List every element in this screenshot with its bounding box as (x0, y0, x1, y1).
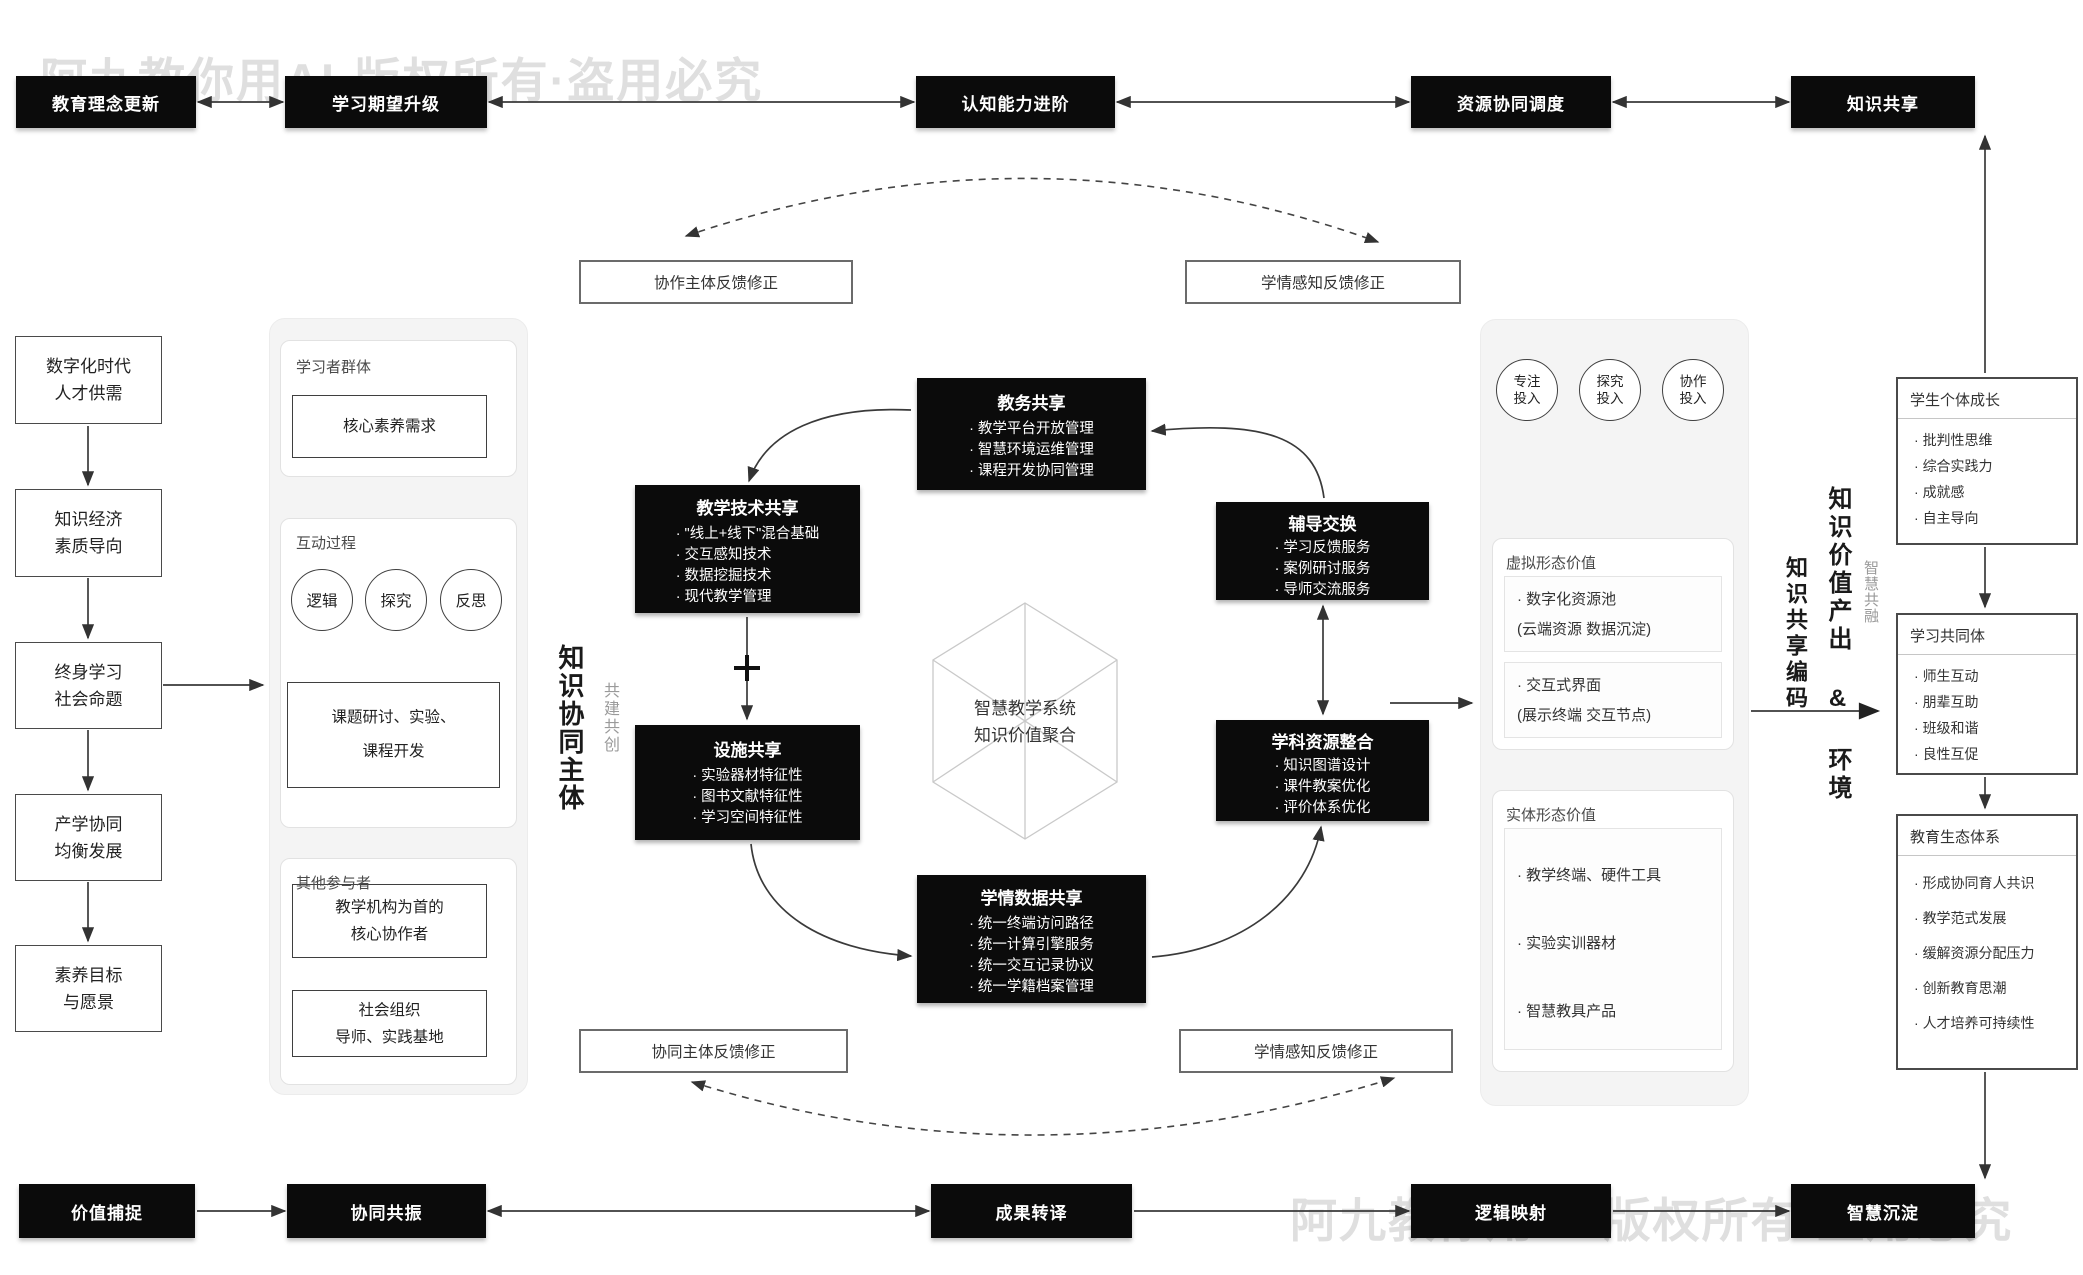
interaction-label: 互动过程 (296, 535, 357, 552)
circle-collab-input: 协作投入 (1662, 359, 1724, 421)
task-box: 课题研讨、实验、 课程开发 (287, 682, 500, 788)
circle-inquiry: 探究 (365, 569, 427, 631)
feedback-top-right: 学情感知反馈修正 (1185, 260, 1461, 304)
outcome-education-ecosystem: 教育生态体系 形成协同育人共识 教学范式发展 缓解资源分配压力 创新教育思潮 人… (1896, 814, 2078, 1070)
outcome-learning-community: 学习共同体 师生互动 朋辈互助 班级和谐 良性互促 (1896, 613, 2078, 775)
block-teaching-tech: 教学技术共享 "线上+线下"混合基础 交互感知技术 数据挖掘技术 现代教学管理 (635, 485, 860, 613)
outcome-student-growth: 学生个体成长 批判性思维 综合实践力 成就感 自主导向 (1896, 377, 2078, 545)
block-subject-resources: 学科资源整合 知识图谱设计 课件教案优化 评价体系优化 (1216, 720, 1429, 821)
learner-group-label: 学习者群体 (296, 359, 372, 376)
context-lifelong-learning: 终身学习社会命题 (15, 642, 162, 729)
virtual-box-resource-pool: 数字化资源池 (云端资源 数据沉淀) (1504, 576, 1722, 652)
top-node-concept-update: 教育理念更新 (16, 76, 196, 128)
context-digital-era: 数字化时代人才供需 (15, 336, 162, 424)
bottom-node-logic-mapping: 逻辑映射 (1411, 1184, 1611, 1238)
virtual-value-label: 虚拟形态价值 (1506, 555, 1597, 572)
circle-reflection: 反思 (440, 569, 502, 631)
virtual-box-interactive-ui: 交互式界面 (展示终端 交互节点) (1504, 662, 1722, 738)
core-collaborator-box: 教学机构为首的 核心协作者 (292, 884, 487, 958)
side-label-value-output: 知识价值产出 & 环境 (1824, 486, 1851, 803)
context-knowledge-economy: 知识经济素质导向 (15, 489, 162, 577)
feedback-bottom-left: 协同主体反馈修正 (579, 1029, 848, 1073)
physical-value-label: 实体形态价值 (1506, 807, 1597, 824)
top-node-knowledge-sharing: 知识共享 (1791, 76, 1975, 128)
context-industry-education: 产学协同均衡发展 (15, 794, 162, 881)
core-literacy-box: 核心素养需求 (292, 395, 487, 458)
other-participants-label: 其他参与者 (296, 875, 372, 892)
side-label-cocreate: 共建共创 (601, 682, 618, 754)
block-learning-data: 学情数据共享 统一终端访问路径 统一计算引擎服务 统一交互记录协议 统一学籍档案… (917, 875, 1146, 1003)
bottom-node-result-translation: 成果转译 (931, 1184, 1132, 1238)
top-node-expectation-upgrade: 学习期望升级 (285, 76, 487, 128)
side-label-collab-subject: 知识协同主体 (555, 644, 585, 812)
feedback-bottom-right: 学情感知反馈修正 (1179, 1029, 1453, 1073)
block-academic-sharing: 教务共享 教学平台开放管理 智慧环境运维管理 课程开发协同管理 (917, 378, 1146, 490)
context-literacy-vision: 素养目标与愿景 (15, 945, 162, 1032)
cube-label: 智慧教学系统 知识价值聚合 (974, 699, 1076, 745)
plus-icon (734, 655, 760, 681)
social-org-box: 社会组织 导师、实践基地 (292, 990, 487, 1057)
circle-inquiry-input: 探究投入 (1579, 359, 1641, 421)
top-node-cognitive-advance: 认知能力进阶 (916, 76, 1115, 128)
block-tutoring-exchange: 辅导交换 学习反馈服务 案例研讨服务 导师交流服务 (1216, 502, 1429, 600)
bottom-node-wisdom-precipitation: 智慧沉淀 (1791, 1184, 1975, 1238)
bottom-node-value-capture: 价值捕捉 (19, 1184, 195, 1238)
block-facility-sharing: 设施共享 实验器材特征性 图书文献特征性 学习空间特征性 (635, 725, 860, 840)
bottom-node-collab-resonance: 协同共振 (287, 1184, 486, 1238)
side-label-wisdom-fusion: 智慧共融 (1862, 560, 1879, 624)
top-node-resource-scheduling: 资源协同调度 (1411, 76, 1611, 128)
side-label-sharing-code: 知识共享编码 (1783, 556, 1808, 712)
physical-value-box: 教学终端、硬件工具 实验实训器材 智慧教具产品 (1504, 828, 1722, 1050)
feedback-top-left: 协作主体反馈修正 (579, 260, 853, 304)
circle-logic: 逻辑 (291, 569, 353, 631)
circle-focus-input: 专注投入 (1496, 359, 1558, 421)
